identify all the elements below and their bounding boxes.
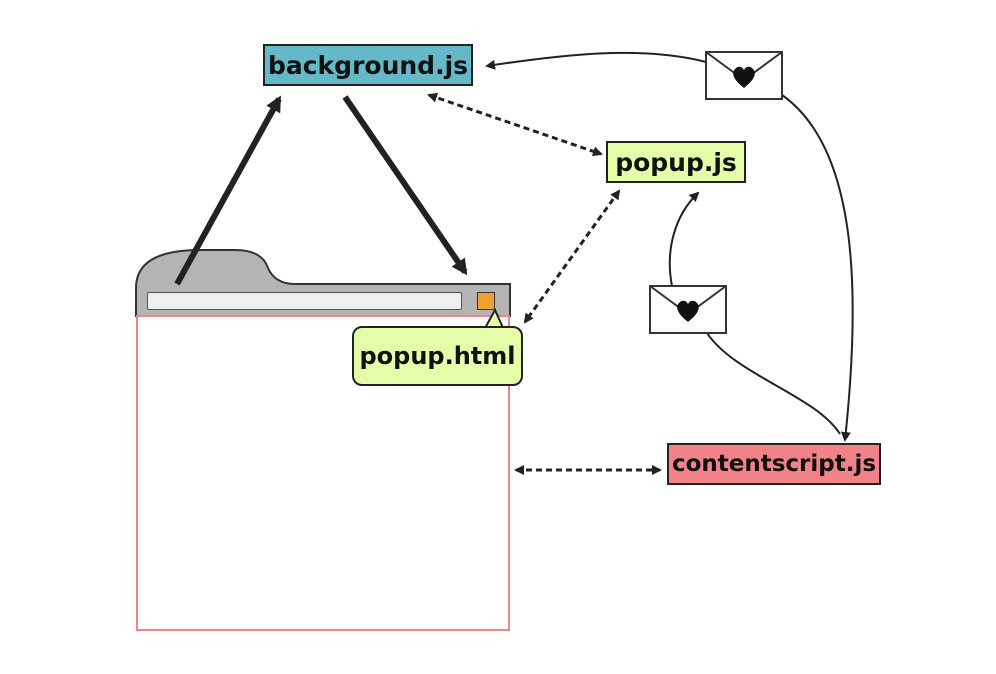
popup-html-node: popup.html xyxy=(352,326,523,386)
browser-address-bar[interactable] xyxy=(147,292,462,310)
contentscript-js-node: contentscript.js xyxy=(667,443,881,485)
dashed-background-popupjs xyxy=(427,92,603,157)
arrow-browser-to-background xyxy=(174,95,282,286)
message-curve-to-contentscript xyxy=(781,94,854,442)
envelope-heart-icon xyxy=(649,285,727,334)
popup-js-node: popup.js xyxy=(606,141,746,183)
dashed-popupjs-popuphtml xyxy=(523,189,621,324)
envelope-heart-icon xyxy=(705,51,783,100)
message-curve-from-contentscript xyxy=(706,332,841,435)
arrow-background-to-extension xyxy=(342,95,468,276)
background-js-node: background.js xyxy=(263,44,473,86)
message-curve-to-popupjs xyxy=(668,191,700,287)
extension-button[interactable] xyxy=(477,292,495,310)
message-curve-to-background xyxy=(485,51,707,70)
